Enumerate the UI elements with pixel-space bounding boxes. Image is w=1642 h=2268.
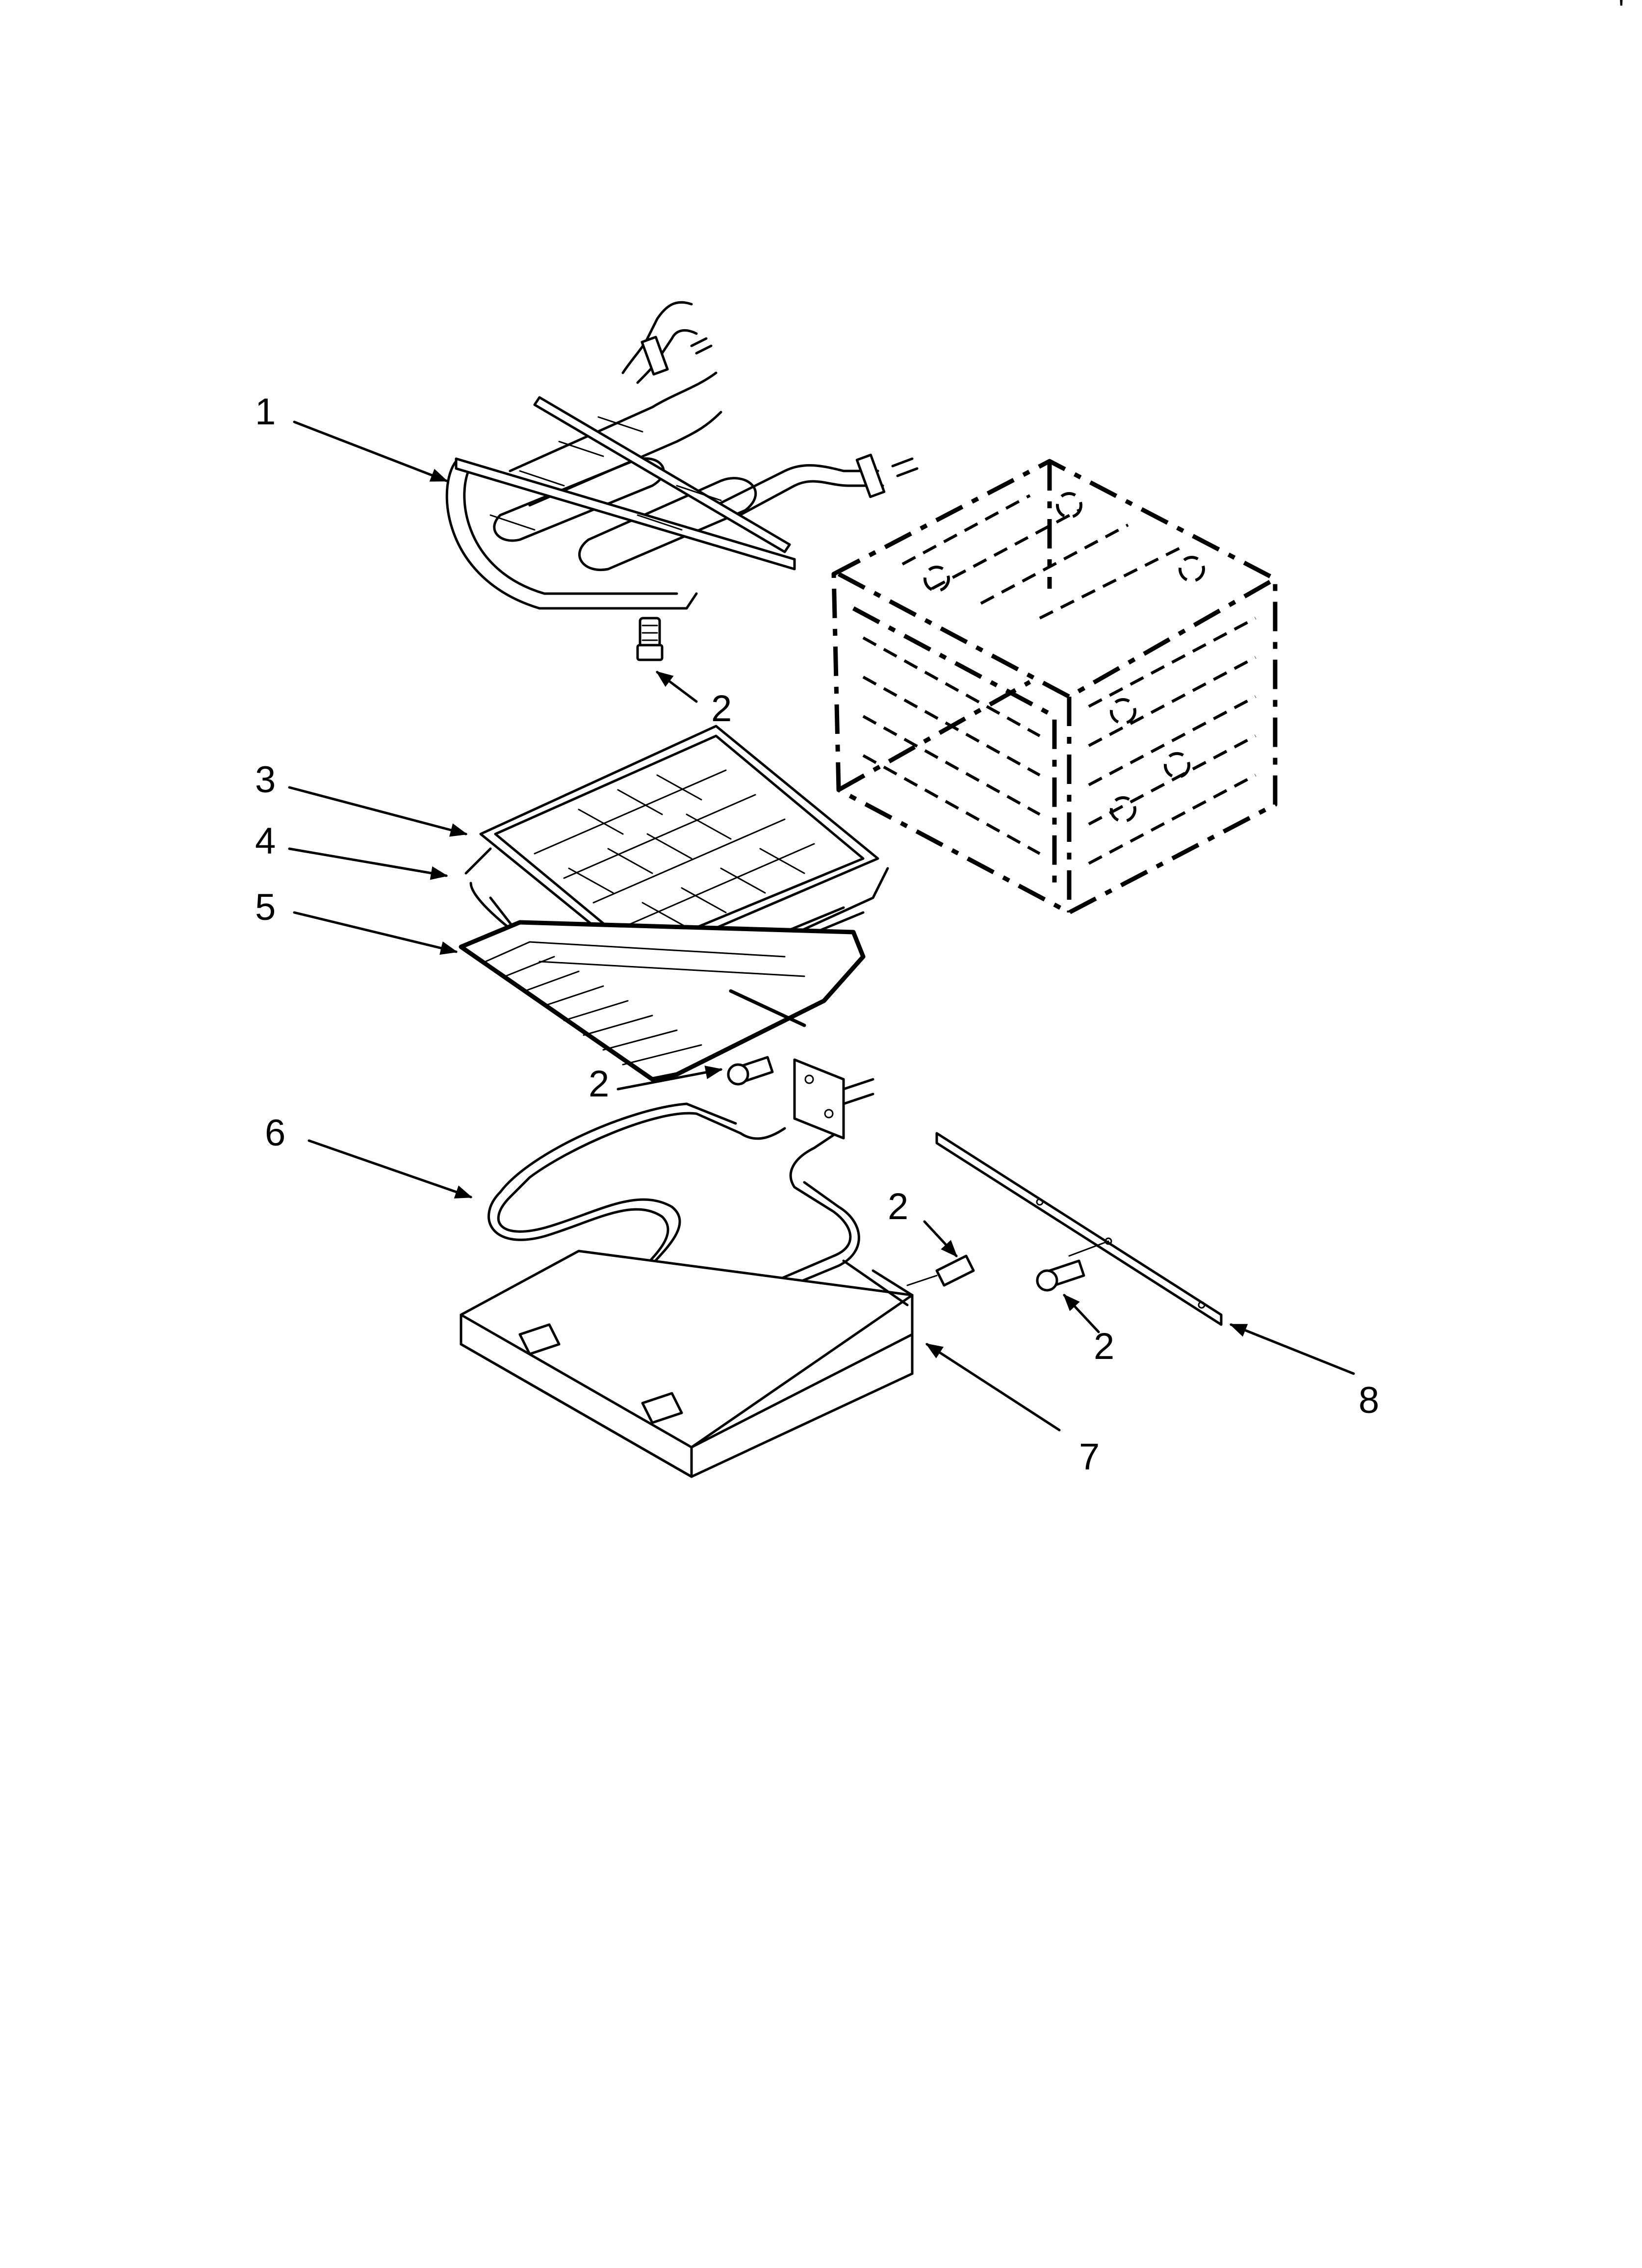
side-bracket <box>935 1132 1223 1326</box>
corner-mark: ' <box>1618 0 1624 26</box>
callout-2-right: 2 <box>888 1186 908 1227</box>
bottom-panel <box>460 1250 975 1478</box>
oven-rack <box>459 920 866 1082</box>
callout-1: 1 <box>255 391 276 433</box>
callout-5: 5 <box>255 886 276 928</box>
broil-element <box>445 301 919 661</box>
callout-2-mid: 2 <box>589 1063 609 1105</box>
callout-labels: 1 2 3 4 5 2 6 2 2 8 7 <box>255 391 1379 1478</box>
callout-2-bracket: 2 <box>1094 1326 1114 1367</box>
callout-3: 3 <box>255 759 276 801</box>
leader-lines <box>288 420 1355 1432</box>
callout-4: 4 <box>255 820 276 862</box>
oven-cavity-outline <box>831 459 1278 915</box>
bake-element <box>487 1056 874 1327</box>
callout-6: 6 <box>265 1112 285 1154</box>
callout-2-top: 2 <box>711 688 732 730</box>
broiler-grid <box>479 725 879 963</box>
callout-7: 7 <box>1079 1436 1100 1478</box>
callout-8: 8 <box>1359 1380 1379 1421</box>
